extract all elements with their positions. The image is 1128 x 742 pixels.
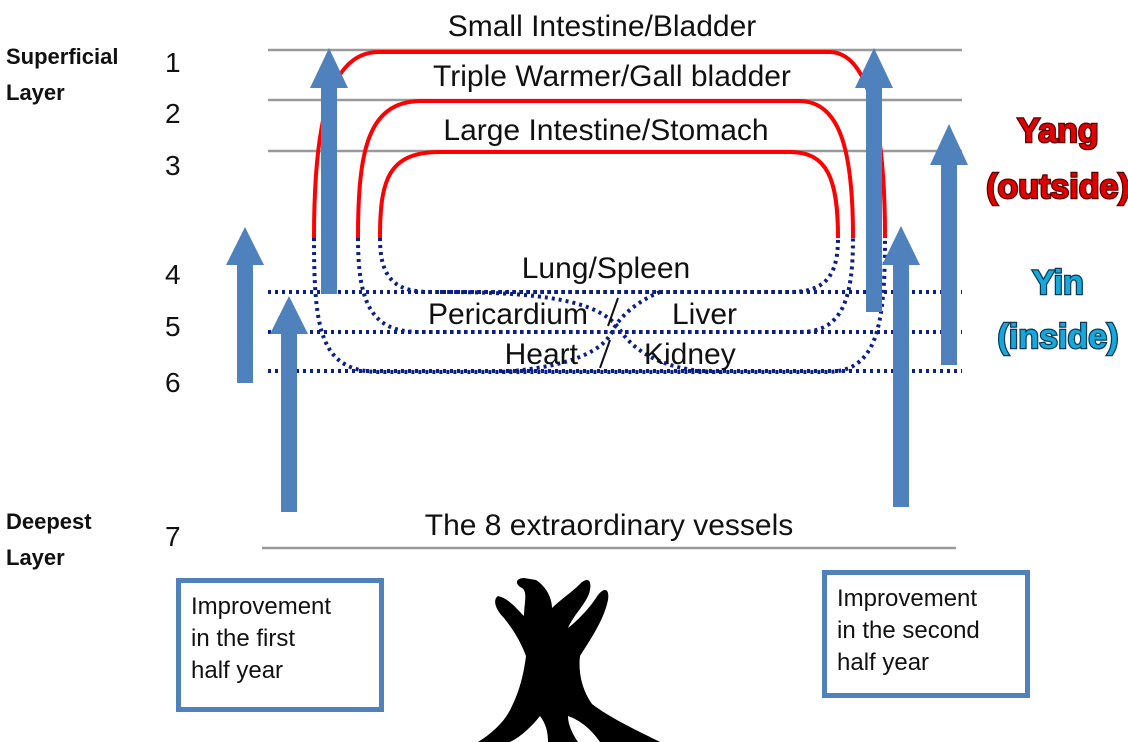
yin-inside-label: (inside)	[998, 318, 1119, 356]
yang-loop-inner	[380, 152, 838, 238]
yang-label: Yang	[1017, 112, 1098, 150]
superficial-label-line2: Layer	[6, 80, 65, 105]
meridian-label-4: Lung/Spleen	[522, 252, 691, 285]
box-second-line1: Improvement	[837, 583, 1015, 615]
yang-outside-label: (outside)	[986, 168, 1128, 206]
meridian-label-5-left: Pericardium	[428, 298, 588, 331]
deepest-label-line2: Layer	[6, 545, 65, 570]
arrow-left-outer	[226, 227, 264, 383]
box-first-line3: half year	[191, 655, 369, 687]
arrow-right-outer	[930, 124, 968, 365]
divider-slash-5	[608, 298, 618, 326]
divider-slash-6	[600, 340, 610, 368]
tree-stump-icon	[478, 578, 660, 742]
meridian-label-5-right: Liver	[672, 298, 737, 331]
deepest-label-line1: Deepest	[6, 509, 92, 534]
box-first-line1: Improvement	[191, 591, 369, 623]
arrow-right-inner	[882, 226, 920, 507]
meridian-label-1: Small Intestine/Bladder	[448, 10, 757, 43]
layer-number-4: 4	[165, 259, 181, 290]
layer-number-5: 5	[165, 311, 181, 342]
layer-number-3: 3	[165, 150, 181, 181]
meridian-label-7: The 8 extraordinary vessels	[425, 509, 794, 542]
layer-number-1: 1	[165, 47, 181, 78]
layer-number-6: 6	[165, 367, 181, 398]
layer-number-2: 2	[165, 98, 181, 129]
arrow-right-long	[855, 48, 893, 312]
improvement-first-half-box: Improvement in the first half year	[176, 578, 384, 712]
meridian-label-6-left: Heart	[505, 338, 579, 371]
meridian-label-6-right: Kidney	[644, 338, 736, 371]
arrow-left-inner	[270, 296, 308, 512]
meridian-label-2: Triple Warmer/Gall bladder	[433, 60, 791, 93]
superficial-label-line1: Superficial	[6, 44, 118, 69]
layer-number-7: 7	[165, 521, 181, 552]
meridian-label-3: Large Intestine/Stomach	[443, 114, 768, 147]
box-first-line2: in the first	[191, 623, 369, 655]
yin-label: Yin	[1032, 264, 1084, 302]
box-second-line3: half year	[837, 647, 1015, 679]
box-second-line2: in the second	[837, 615, 1015, 647]
improvement-second-half-box: Improvement in the second half year	[822, 570, 1030, 698]
